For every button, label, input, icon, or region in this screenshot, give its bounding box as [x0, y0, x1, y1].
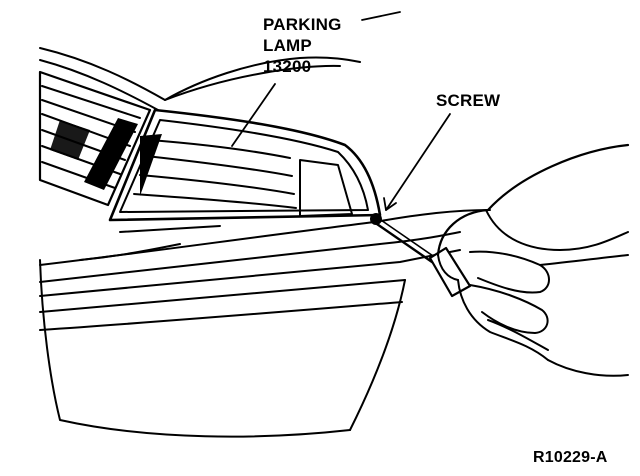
screw: [370, 213, 382, 225]
figure-id: R10229-A: [533, 449, 608, 466]
parking-lamp-part-number: 13200: [263, 57, 312, 76]
grille: [38, 70, 152, 207]
screw-label: SCREW: [436, 91, 501, 110]
bumper-bands: [39, 209, 491, 331]
body-front-curve: [39, 259, 351, 438]
top-leader: [361, 11, 401, 21]
screwdriver: [372, 217, 472, 298]
parking-lamp-label-line2: LAMP: [263, 36, 312, 55]
hood-curve: [164, 64, 341, 101]
fender-top-outline-inner: [39, 59, 159, 111]
hand: [436, 143, 630, 377]
parking-lamp-leader: [231, 83, 276, 147]
body-side-line: [349, 279, 406, 431]
parking-lamp-label: PARKING LAMP 13200: [263, 14, 342, 77]
parking-lamp-housing: [108, 108, 382, 222]
lamp-clear-lens: [299, 159, 353, 217]
screw-leader: [383, 113, 451, 211]
parking-lamp-label-line1: PARKING: [263, 15, 342, 34]
fender-top-outline: [39, 47, 361, 101]
